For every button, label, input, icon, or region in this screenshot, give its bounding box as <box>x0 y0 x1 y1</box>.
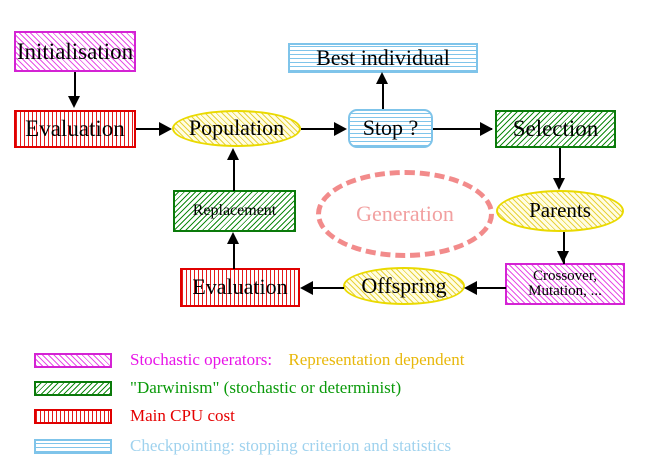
node-stop-label: Stop ? <box>362 115 419 141</box>
edge-stop-to-selection-arrow <box>480 122 493 136</box>
legend-row-checkpointing: Checkpointing: stopping criterion and st… <box>0 434 451 458</box>
legend-text-checkpointing: Checkpointing: stopping criterion and st… <box>130 436 452 455</box>
edge-stop-to-best-line <box>382 78 384 109</box>
edge-replacement-to-pop-arrow <box>227 148 239 160</box>
legend-row-darwinism: "Darwinism" (stochastic or determinist) <box>0 376 401 400</box>
node-initialisation[interactable]: Initialisation <box>14 31 136 72</box>
legend-row-cpu-cost: Main CPU cost <box>0 404 235 428</box>
node-crossover-label-line2: Mutation, ... <box>528 283 602 299</box>
node-replacement[interactable]: Replacement <box>173 190 296 232</box>
node-generation-label: Generation <box>356 201 454 226</box>
edge-parents-to-crossover-arrow <box>557 251 569 263</box>
node-crossover-label-line1: Crossover, <box>533 267 597 284</box>
node-best-individual[interactable]: Best individual <box>288 43 478 73</box>
node-parents-label: Parents <box>529 198 591 223</box>
node-offspring-label: Offspring <box>361 272 447 298</box>
node-evaluation-top-label: Evaluation <box>25 116 125 142</box>
node-evaluation-bottom[interactable]: Evaluation <box>180 268 300 307</box>
legend-text-stochastic-b: Representation dependent <box>288 350 465 369</box>
node-parents[interactable]: Parents <box>496 190 624 232</box>
edge-eval-to-replacement-line <box>233 238 235 269</box>
edge-init-to-eval-arrow <box>68 96 80 108</box>
edge-crossover-to-offspring-arrow <box>464 281 477 295</box>
edge-stop-to-selection-line <box>433 128 492 130</box>
node-selection-label: Selection <box>512 116 599 142</box>
edge-parents-to-crossover-line <box>563 232 565 264</box>
node-stop[interactable]: Stop ? <box>348 109 433 148</box>
edge-crossover-to-offspring-line <box>470 287 506 289</box>
legend-text-stochastic: Stochastic operators: Representation dep… <box>130 350 464 370</box>
legend-row-stochastic: Stochastic operators: Representation dep… <box>0 348 464 372</box>
edge-replacement-to-pop-line <box>233 160 235 191</box>
edge-offspring-to-eval-line <box>306 287 344 289</box>
node-replacement-label: Replacement <box>192 201 277 219</box>
legend-swatch-blue-horizontal-hatch-icon <box>34 438 112 454</box>
edge-init-to-eval-line <box>74 72 76 98</box>
node-offspring[interactable]: Offspring <box>343 267 465 305</box>
edge-eval-to-pop-line <box>136 128 166 130</box>
edge-selection-to-parents-line <box>559 148 561 180</box>
edge-eval-to-pop-arrow <box>159 122 172 136</box>
node-evaluation-top[interactable]: Evaluation <box>14 110 136 148</box>
edge-selection-to-parents-arrow <box>553 178 565 190</box>
edge-pop-to-stop-line <box>301 128 345 130</box>
node-best-individual-label: Best individual <box>316 44 450 70</box>
legend-text-darwinism: "Darwinism" (stochastic or determinist) <box>130 378 402 397</box>
edge-eval-to-replacement-arrow <box>227 232 239 244</box>
node-evaluation-bottom-label: Evaluation <box>192 274 288 300</box>
edge-offspring-to-eval-arrow <box>300 281 313 295</box>
node-population-label: Population <box>188 115 285 141</box>
node-selection[interactable]: Selection <box>495 110 616 148</box>
legend-swatch-green-diagonal-hatch-icon <box>34 380 112 396</box>
legend-swatch-red-vertical-hatch-icon <box>34 408 112 424</box>
node-population[interactable]: Population <box>172 110 301 147</box>
node-crossover-mutation[interactable]: Crossover, Mutation, ... <box>505 263 625 305</box>
legend-text-stochastic-a: Stochastic operators: <box>130 350 273 369</box>
edge-pop-to-stop-arrow <box>334 122 347 136</box>
node-generation-group: Generation <box>316 170 494 258</box>
edge-stop-to-best-arrow <box>376 72 388 84</box>
legend-swatch-magenta-diagonal-hatch-icon <box>34 352 112 368</box>
legend-text-cpu-cost: Main CPU cost <box>130 406 235 425</box>
node-initialisation-label: Initialisation <box>16 38 134 64</box>
